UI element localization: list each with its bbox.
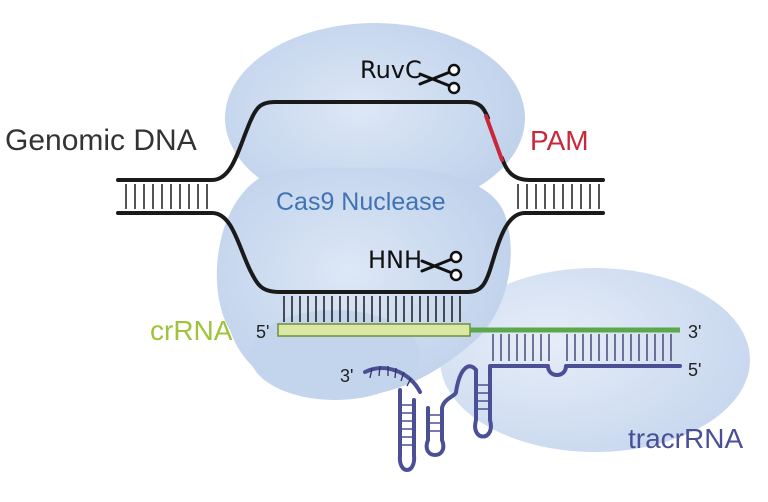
crrna-dna-base-pairs	[283, 296, 461, 322]
tracrrna-5prime-label: 5'	[688, 360, 701, 380]
tracrrna	[363, 364, 682, 472]
tracrrna-hairpin-1	[397, 388, 417, 472]
hnh-label: HNH	[368, 246, 422, 274]
genomic-dna	[116, 100, 605, 294]
crrna-3prime-label: 3'	[688, 322, 701, 342]
tracrrna-hairpin-2	[424, 390, 458, 457]
ruvc-label: RuvC	[360, 56, 422, 84]
pam-segment	[484, 114, 504, 162]
crrna-5prime-label: 5'	[256, 322, 269, 342]
tracrrna-stem-rungs	[400, 384, 490, 446]
dna-base-pairs-right	[517, 184, 600, 209]
crrna-spacer	[277, 323, 471, 337]
cas9-protein	[216, 23, 750, 452]
tracrrna-label: tracrRNA	[628, 423, 743, 454]
ruvc-scissors-icon	[418, 63, 461, 95]
tracrrna-3prime-label: 3'	[340, 366, 353, 386]
pam-label: PAM	[530, 125, 589, 156]
cas9-label: Cas9 Nuclease	[276, 188, 446, 216]
tracrrna-hairpin-3	[454, 364, 493, 439]
hnh-scissors-icon	[420, 250, 463, 282]
crrna-label: crRNA	[150, 315, 233, 346]
dna-top-strand-right	[500, 156, 605, 182]
cas9-lower-right-lobe	[440, 268, 750, 452]
dna-top-strand	[116, 100, 490, 182]
dna-base-pairs-left	[125, 184, 208, 209]
genomic-dna-label: Genomic DNA	[5, 124, 197, 157]
tracrrna-backbone	[488, 364, 682, 382]
tracrrna-arc-ticks	[369, 365, 412, 387]
dna-bottom-strand	[116, 211, 605, 294]
crrna-tracrrna-base-pairs	[492, 334, 672, 361]
